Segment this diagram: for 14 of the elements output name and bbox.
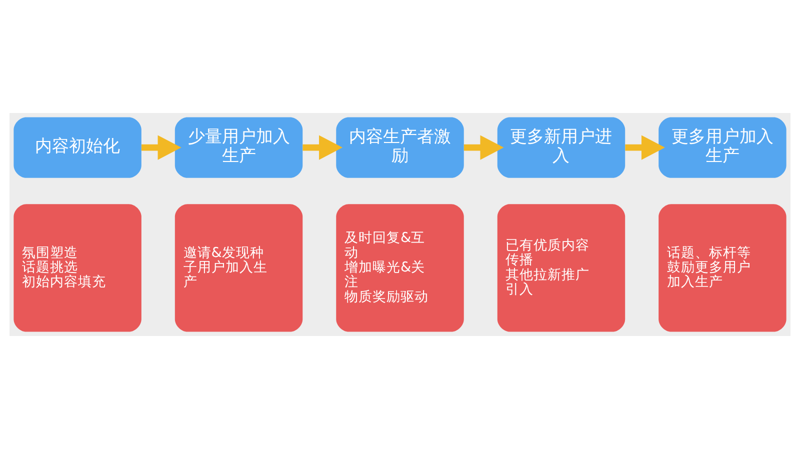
arrow — [141, 135, 182, 160]
node-box: 更多用户加入生产 — [658, 117, 786, 178]
node-box: 内容生产者激励 — [336, 117, 464, 178]
node-box: 及时回复&互动 增加曝光&关注 物质奖励驱动 — [336, 204, 464, 332]
arrow — [302, 135, 343, 160]
node-box: 内容初始化 — [14, 117, 142, 178]
arrow — [625, 135, 665, 160]
node-box: 少量用户加入生产 — [174, 117, 303, 178]
node-box: 话题、标杆等鼓励更多用户加入生产 — [658, 204, 786, 332]
arrow — [464, 135, 504, 160]
node-box: 氛围塑造 话题挑选 初始内容填充 — [14, 204, 142, 332]
node-box: 更多新用户进入 — [497, 117, 626, 178]
node-box: 邀请&发现种子用户加入生产 — [174, 204, 303, 332]
node-box: 已有优质内容传播 其他拉新推广引入 — [497, 204, 626, 332]
